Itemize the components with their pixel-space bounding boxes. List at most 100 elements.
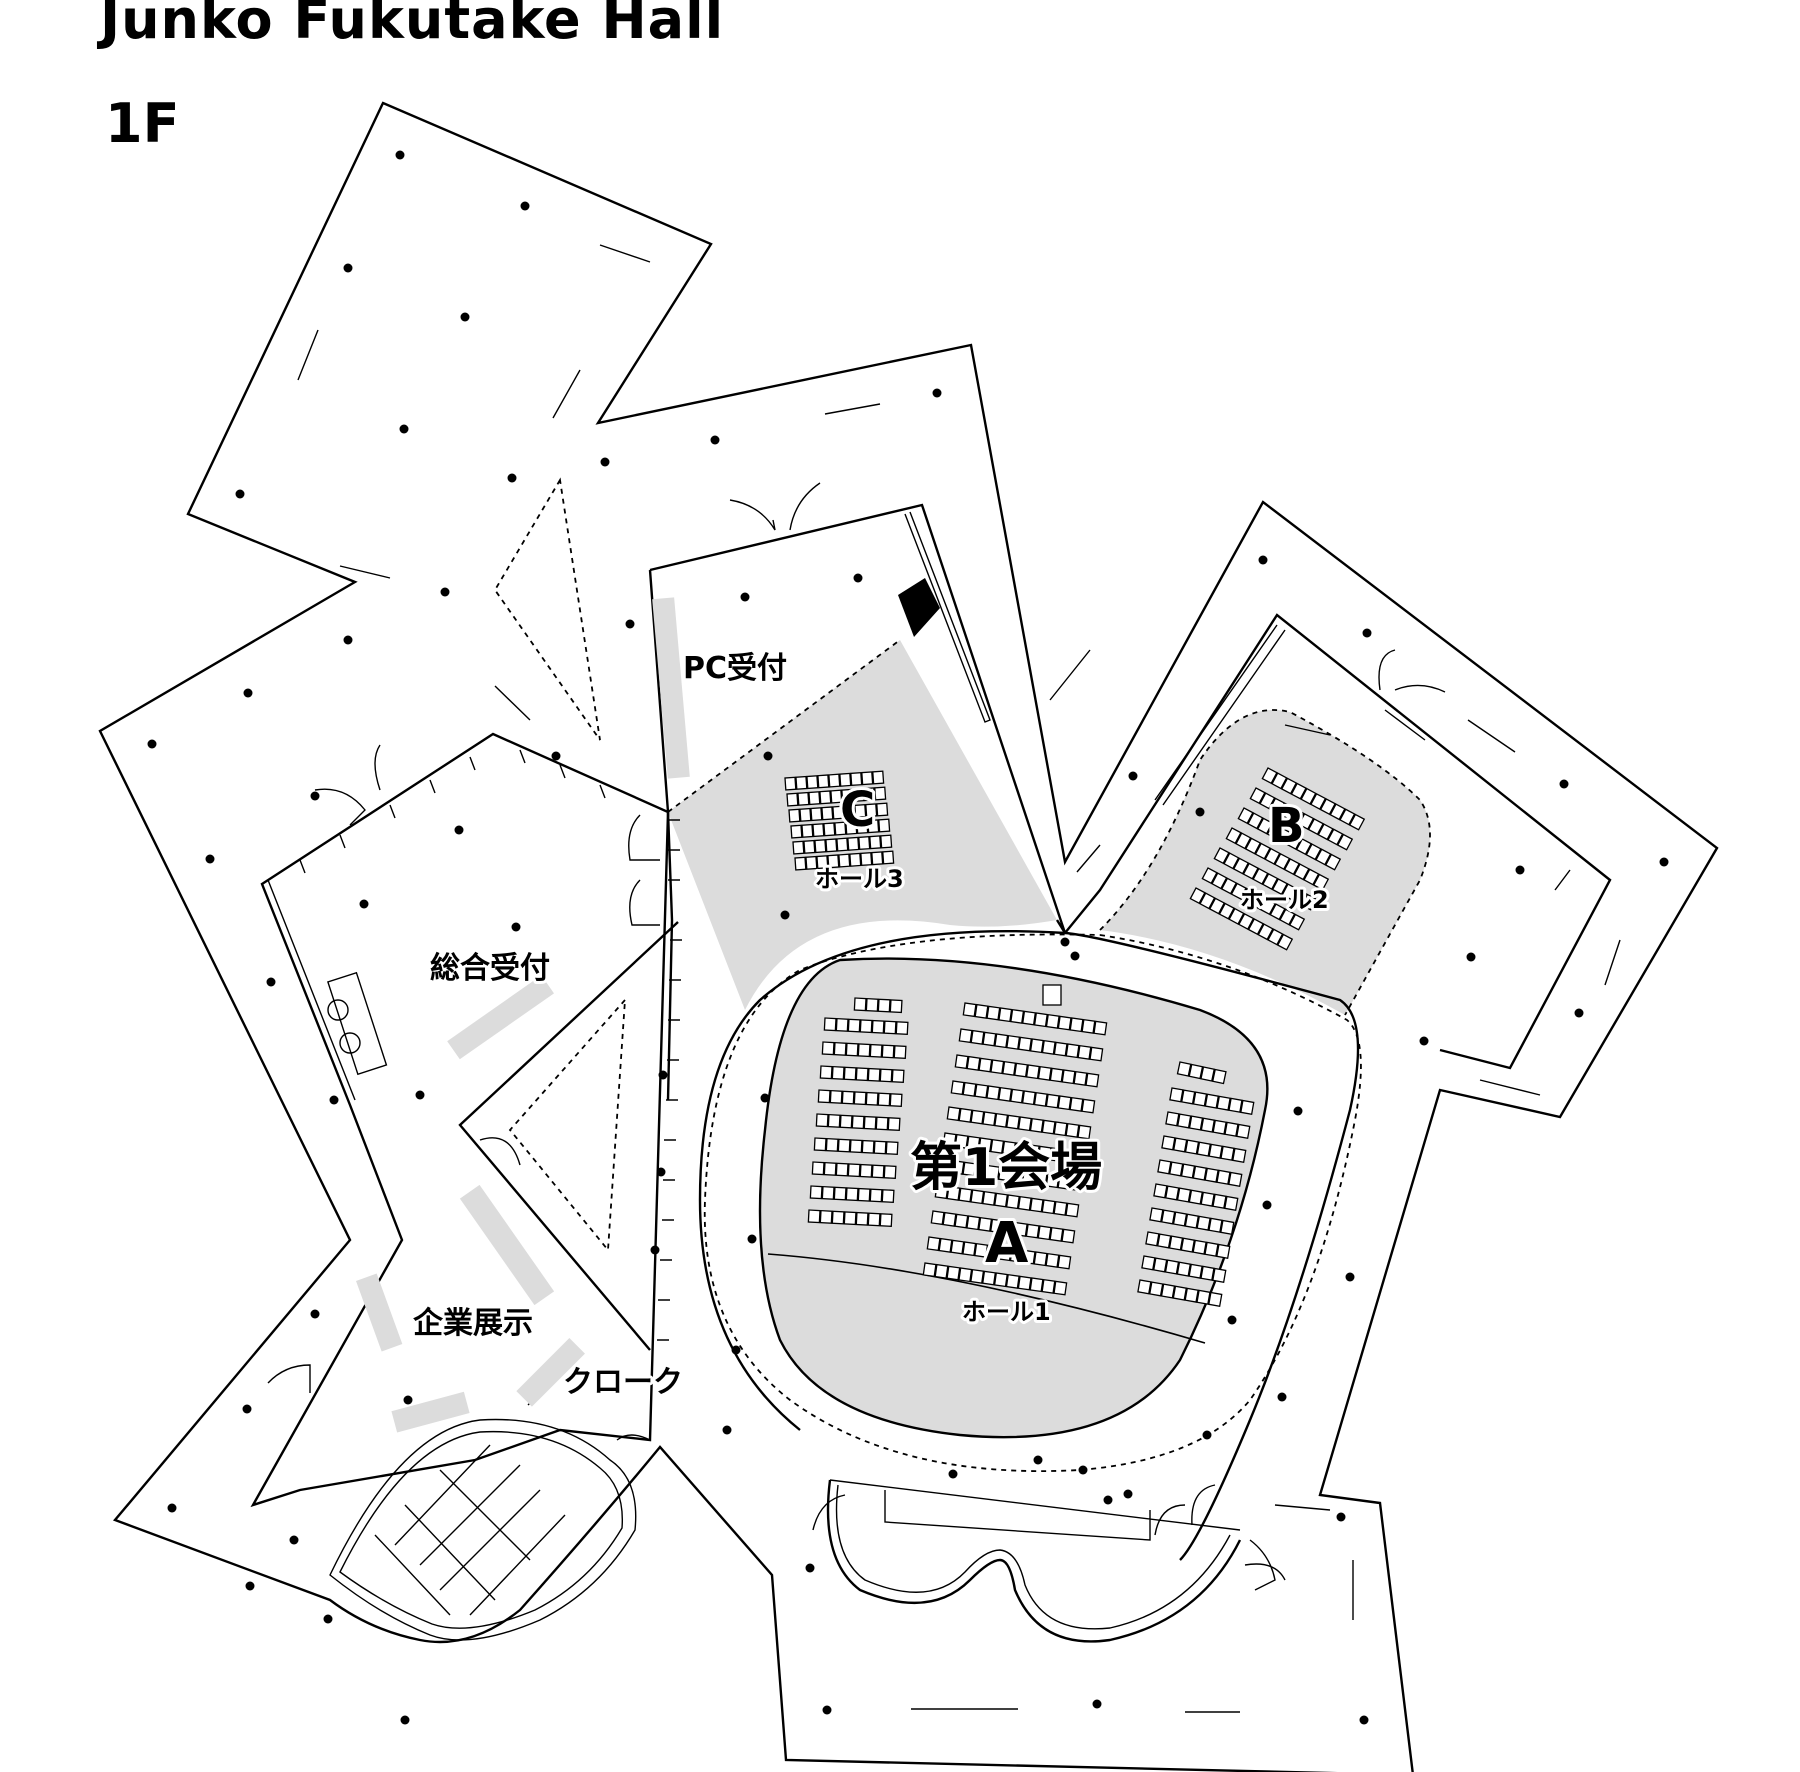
- seat-row: [938, 1158, 1084, 1192]
- hall-a-name: 第1会場: [910, 1138, 1102, 1198]
- column-dot: [415, 1090, 425, 1100]
- seat-row: [809, 1185, 895, 1204]
- pc-reception-label: PC受付: [683, 651, 787, 686]
- cafe-outline: [329, 1418, 637, 1641]
- seat-row: [958, 1028, 1104, 1062]
- seat-row: [1189, 887, 1294, 951]
- seat-row: [1201, 867, 1306, 931]
- seat-row: [817, 1089, 903, 1108]
- glass-wall-ticks: [299, 749, 682, 1341]
- column-dot: [1659, 857, 1669, 867]
- seat-row: [1161, 1135, 1247, 1163]
- column-dot: [658, 1070, 668, 1080]
- bottom-terrace-wall-inner: [835, 1484, 1231, 1630]
- column-dot: [400, 1715, 410, 1725]
- left-wing-inner-wall-2: [267, 879, 356, 1101]
- seat-row: [792, 834, 893, 855]
- column-dot: [329, 1095, 339, 1105]
- pc-reception-room-wall: [649, 503, 1067, 934]
- column-dot: [403, 1395, 413, 1405]
- seat-row: [807, 1209, 893, 1228]
- column-dot: [507, 473, 517, 483]
- hall-a-stage: [767, 1253, 1206, 1344]
- building-outer-wall: [98, 101, 1719, 1772]
- seat-row: [815, 1113, 901, 1132]
- column-dot: [454, 825, 464, 835]
- column-dot: [520, 201, 530, 211]
- column-dot: [1195, 807, 1205, 817]
- column-dot: [1092, 1699, 1102, 1709]
- hall-b-room-inner: [1154, 624, 1286, 806]
- hall-c-subtitle: ホール3: [815, 865, 904, 893]
- column-dot: [289, 1535, 299, 1545]
- seat-row: [821, 1041, 907, 1060]
- cafe-outline-inner: [339, 1430, 624, 1629]
- column-dot: [1345, 1272, 1355, 1282]
- seat-row: [1261, 767, 1366, 831]
- column-dot: [266, 977, 276, 987]
- hall-b-area[interactable]: [1100, 710, 1430, 1015]
- seat-row: [853, 997, 903, 1014]
- pc-room-black-block: [898, 578, 940, 637]
- seat-row: [930, 1210, 1076, 1244]
- column-dot: [1060, 937, 1070, 947]
- column-dot: [1103, 1495, 1113, 1505]
- seat-row: [811, 1161, 897, 1180]
- column-dot: [1202, 1430, 1212, 1440]
- seat-row: [1213, 847, 1318, 911]
- foyer-outer-wall: [1064, 931, 1360, 1561]
- column-dot: [853, 573, 863, 583]
- hall-a-letter: A: [985, 1211, 1029, 1276]
- seat-row: [1225, 827, 1330, 891]
- column-dot: [747, 1234, 757, 1244]
- column-dot: [1336, 1512, 1346, 1522]
- seat-row: [1141, 1255, 1227, 1283]
- cafe-tables: [374, 1444, 566, 1616]
- column-dot: [1277, 1392, 1287, 1402]
- column-dot: [1466, 952, 1476, 962]
- column-dot: [710, 435, 720, 445]
- bottom-terrace-wall: [826, 1479, 1242, 1643]
- bottom-terrace-rail: [829, 1479, 1241, 1541]
- hall-a-wall: [758, 957, 1269, 1439]
- hall-a-subtitle: ホール1: [962, 1298, 1051, 1326]
- column-dot: [551, 751, 561, 761]
- column-dot: [1033, 1455, 1043, 1465]
- column-dot: [1559, 779, 1569, 789]
- seat-row: [786, 786, 887, 807]
- column-dot: [780, 910, 790, 920]
- column-dot: [395, 150, 405, 160]
- column-dot: [731, 1345, 741, 1355]
- column-dot: [147, 739, 157, 749]
- column-dot: [359, 899, 369, 909]
- hall-c-dashed-outline: [667, 639, 901, 813]
- column-dot: [1262, 1200, 1272, 1210]
- column-dot: [722, 1425, 732, 1435]
- column-dot: [650, 1245, 660, 1255]
- column-dot: [1227, 1315, 1237, 1325]
- seat-row: [1145, 1231, 1231, 1259]
- column-dot: [310, 791, 320, 801]
- hall-b-room-wall: [1064, 613, 1612, 1070]
- left-upper-dashed-triangle: [493, 477, 601, 741]
- column-dot: [310, 1309, 320, 1319]
- column-dot: [1515, 865, 1525, 875]
- seat-row: [813, 1137, 899, 1156]
- pc-reception-room-left: [648, 569, 674, 1101]
- column-dot: [625, 619, 635, 629]
- seat-row: [823, 1017, 909, 1036]
- hall-b-subtitle: ホール2: [1240, 886, 1329, 914]
- column-dot: [948, 1469, 958, 1479]
- column-dot: [1128, 771, 1138, 781]
- column-dot: [805, 1563, 815, 1573]
- column-dot: [600, 457, 610, 467]
- seat-row: [922, 1262, 1068, 1296]
- left-lower-triangle-wall: [458, 921, 679, 1351]
- seat-row: [1137, 1279, 1223, 1307]
- hall-a-seating: [807, 984, 1255, 1307]
- column-dot: [1123, 1489, 1133, 1499]
- page-title: Junko Fukutake Hall: [100, 0, 725, 51]
- column-dots: [147, 150, 1669, 1725]
- window-marks: [297, 244, 1621, 1713]
